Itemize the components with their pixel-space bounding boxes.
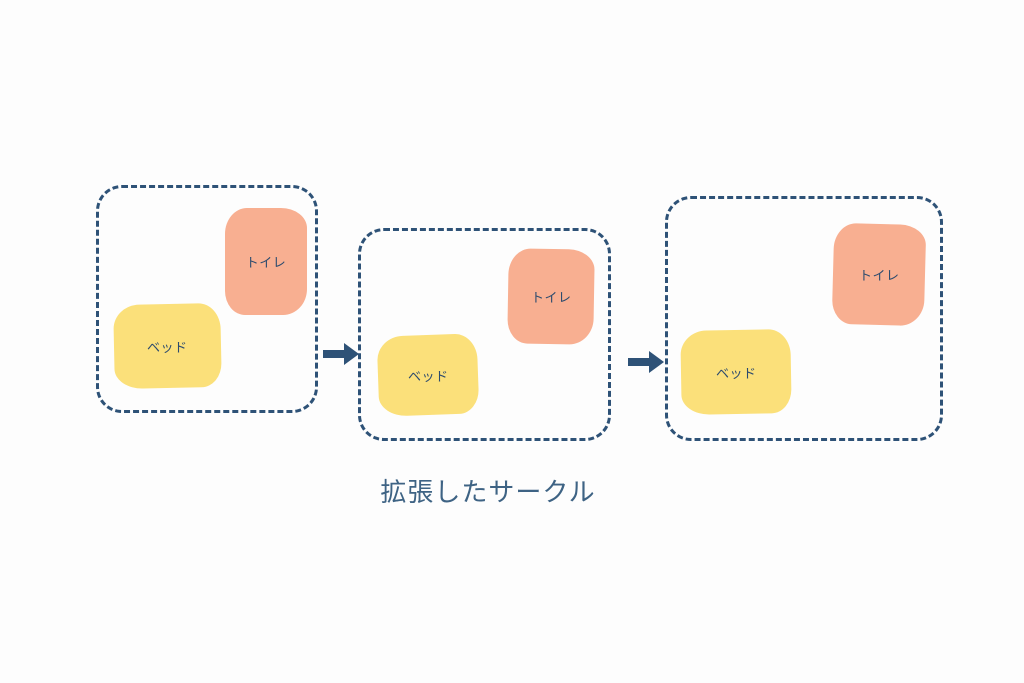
bed-block-2: ベッド (376, 333, 480, 417)
caption-text: 拡張したサークル (380, 477, 596, 507)
toilet-label-1: トイレ (245, 255, 287, 270)
arrow-right-icon-1 (322, 339, 360, 369)
circle-panel-3 (665, 196, 943, 441)
bed-block-3: ベッド (680, 329, 792, 415)
circle-panel-1 (96, 185, 318, 413)
toilet-label-3: トイレ (858, 267, 900, 283)
bed-label-3: ベッド (715, 365, 757, 381)
toilet-label-2: トイレ (530, 289, 572, 305)
bed-label-2: ベッド (407, 368, 449, 384)
toilet-block-2: トイレ (507, 248, 595, 345)
diagram-caption: 拡張したサークル (0, 472, 1024, 509)
toilet-block-3: トイレ (831, 222, 927, 327)
bed-block-1: ベッド (113, 302, 222, 390)
arrow-right-icon-2 (627, 347, 665, 377)
circle-panel-2 (358, 228, 611, 441)
bed-label-1: ベッド (147, 339, 188, 355)
toilet-block-1: トイレ (225, 208, 307, 315)
